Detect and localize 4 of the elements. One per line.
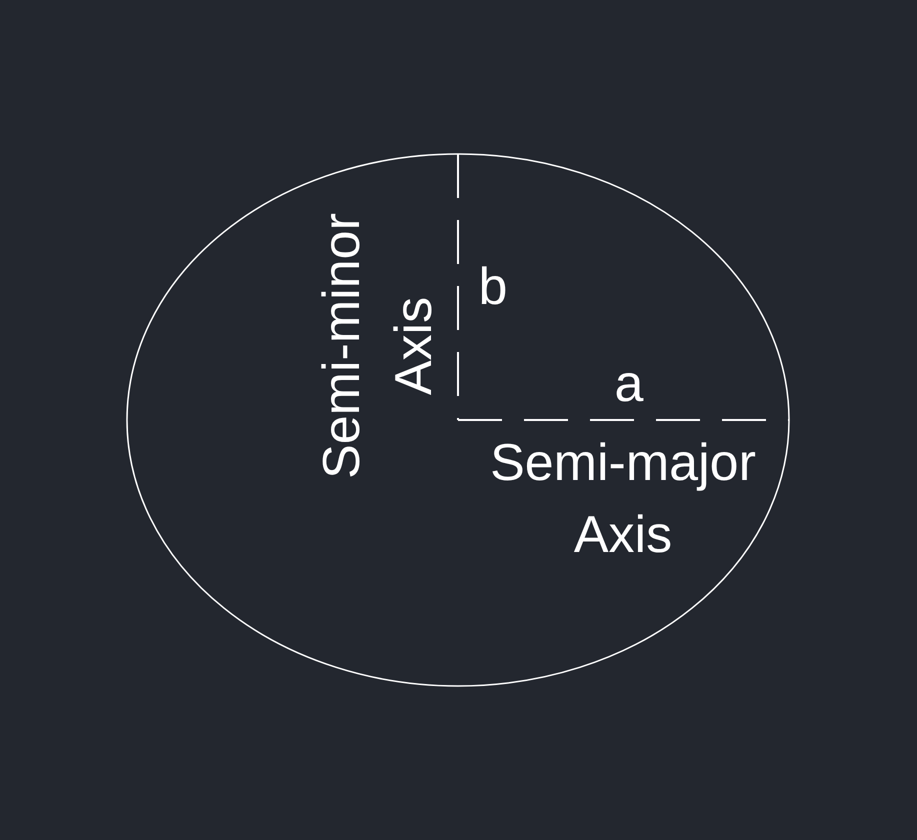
axis-label: Semi-minor Axis [312, 212, 444, 481]
axis-symbol: a [614, 354, 644, 415]
axis-symbol: b [478, 257, 508, 318]
axis-label: Semi-major Axis [489, 433, 757, 566]
